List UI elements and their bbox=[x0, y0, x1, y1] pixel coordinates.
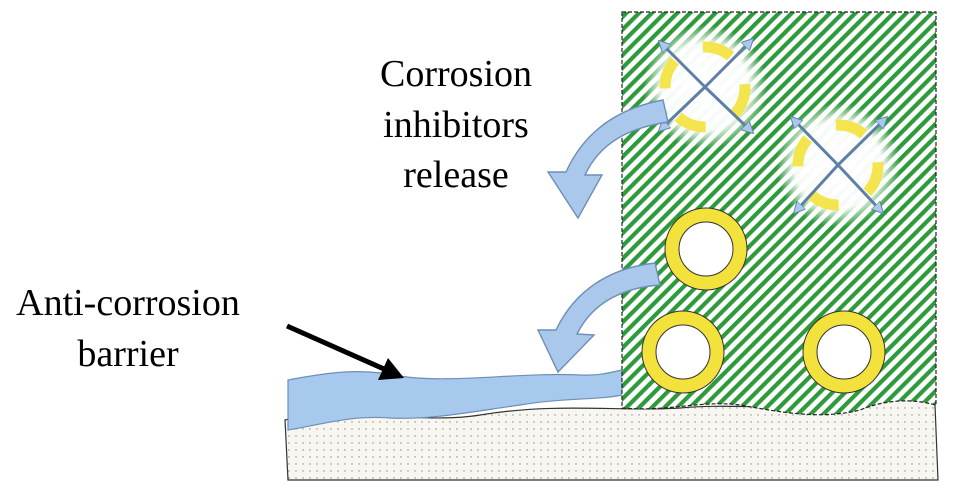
curved-arrow-icon bbox=[546, 99, 669, 220]
burst-capsule-icon bbox=[643, 25, 767, 149]
barrier-label-line1: Anti-corrosion bbox=[16, 282, 240, 324]
yellow-ring-icon bbox=[664, 207, 748, 291]
yellow-ring-icon bbox=[641, 310, 725, 394]
barrier-label-line2: barrier bbox=[77, 333, 179, 375]
release-label-line2: inhibitors bbox=[383, 104, 529, 146]
yellow-ring-icon bbox=[802, 310, 886, 394]
burst-capsule-icon bbox=[776, 103, 900, 227]
release-label-line1: Corrosion bbox=[380, 53, 532, 95]
release-label-line3: release bbox=[403, 154, 508, 196]
curved-arrow-icon bbox=[536, 262, 661, 374]
black-arrow-icon bbox=[285, 323, 404, 380]
